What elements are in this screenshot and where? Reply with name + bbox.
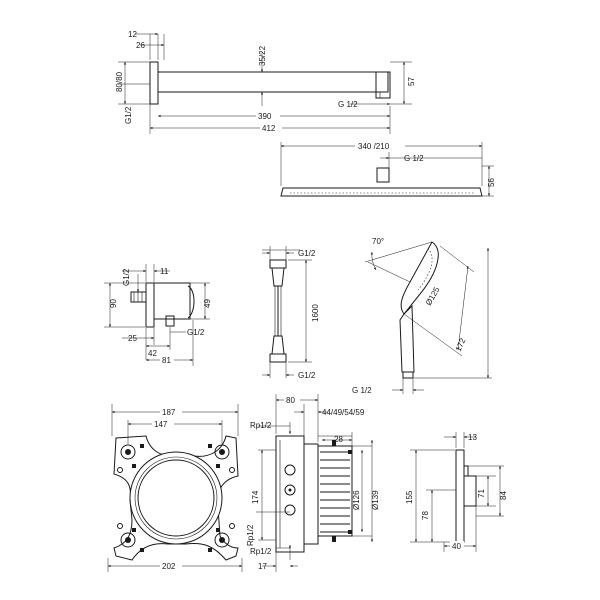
dim-arm-g12-right: G 1/2 <box>338 100 358 109</box>
dim-side-28: 28 <box>334 435 343 444</box>
dim-arm-26: 26 <box>136 41 145 50</box>
dim-outlet-42: 42 <box>148 349 157 358</box>
shower-arm-tube <box>157 71 389 93</box>
trim-plate <box>455 449 465 543</box>
hose-top-fitting <box>269 259 287 269</box>
overhead-shower-view: 340 /210 G 1/2 56 <box>280 140 496 197</box>
dim-side-80: 80 <box>286 396 295 405</box>
dim-hand-70deg: 70° <box>372 237 384 246</box>
dim-trim-71: 71 <box>477 489 486 498</box>
rough-body-front-view: 187 147 202 <box>107 404 243 572</box>
rough-body-side-module <box>303 443 319 545</box>
dim-side-rp12-mid: Rp1/2 <box>246 524 255 546</box>
dim-trim-78: 78 <box>421 511 430 520</box>
rough-body-mounting-holes <box>117 444 235 552</box>
wall-outlet-plate <box>145 282 155 328</box>
dim-outlet-25: 25 <box>128 334 137 343</box>
dim-head-g12: G 1/2 <box>404 154 424 163</box>
dim-hand-172: 172 <box>454 336 468 352</box>
wall-outlet-view: 11 G1/2 90 49 25 G1/2 42 81 <box>104 264 212 366</box>
dim-trim-13: 13 <box>468 433 477 442</box>
hand-shower-connector <box>402 371 414 379</box>
dim-outlet-49: 49 <box>203 299 212 308</box>
dim-side-d139: Ø139 <box>371 490 380 510</box>
dim-arm-g12-left: G1/2 <box>124 106 133 124</box>
dim-side-44-59: 44/49/54/59 <box>322 408 365 417</box>
dim-arm-57: 57 <box>407 77 416 86</box>
trim-plate-view: 13 155 71 84 78 40 <box>405 432 508 552</box>
shower-arm-wall-flange <box>149 61 159 105</box>
hand-shower-view: 70° Ø125 172 G 1/2 <box>352 237 492 395</box>
shower-hose-view: G1/2 1600 G1/2 <box>262 246 320 380</box>
dim-trim-84: 84 <box>499 491 508 500</box>
dim-trim-155: 155 <box>405 490 414 504</box>
wall-outlet-thread <box>130 291 147 303</box>
rough-body-cross-frame <box>113 435 239 561</box>
dim-hose-g12-bottom: G1/2 <box>298 371 316 380</box>
wall-outlet-body <box>153 282 191 320</box>
dim-trim-40: 40 <box>452 542 461 551</box>
rough-body-side-ports <box>284 464 296 516</box>
dim-arm-390: 390 <box>258 112 272 121</box>
dim-outlet-90: 90 <box>109 299 118 308</box>
dim-hose-1600: 1600 <box>311 304 320 322</box>
rough-body-side-view: 80 44/49/54/59 Rp1/2 28 174 Ø126 Ø139 Rp… <box>246 394 380 572</box>
dim-arm-12: 12 <box>128 30 137 39</box>
dim-arm-35-22: 35/22 <box>258 45 267 66</box>
dim-outlet-g12-bottom: G1/2 <box>187 328 205 337</box>
rough-body-ring-outer <box>129 451 223 545</box>
hose-bottom-fitting <box>269 353 287 363</box>
dim-front-187: 187 <box>162 408 176 417</box>
dim-hand-g12: G 1/2 <box>352 386 372 395</box>
dim-hose-g12-top: G1/2 <box>298 249 316 258</box>
hand-shower-head <box>400 241 439 315</box>
rough-body-side-fins <box>320 440 352 542</box>
dim-outlet-81: 81 <box>162 356 171 365</box>
dim-side-174: 174 <box>251 490 260 504</box>
overhead-shower-head <box>280 187 483 197</box>
dim-outlet-g12-top: G1/2 <box>122 268 131 286</box>
dim-front-147: 147 <box>154 420 168 429</box>
rough-body-ring-inner <box>137 459 215 537</box>
shower-arm-view: 12 26 35/22 57 80/80 G1/2 G 1/2 390 412 <box>115 30 416 134</box>
dim-side-rp12-bottom: Rp1/2 <box>250 547 272 556</box>
dim-hand-d125: Ø125 <box>424 285 442 307</box>
dim-front-202: 202 <box>162 562 176 571</box>
wall-outlet-connector <box>165 315 175 327</box>
trim-plate-handle <box>463 475 477 507</box>
dim-arm-80-80: 80/80 <box>115 71 124 92</box>
dim-side-d126: Ø126 <box>352 490 361 510</box>
dim-head-56: 56 <box>487 178 496 187</box>
dim-side-rp12-top: Rp1/2 <box>250 421 272 430</box>
dim-side-17: 17 <box>258 562 267 571</box>
shower-arm-end-piece <box>375 71 391 99</box>
dim-arm-412: 412 <box>262 124 276 133</box>
overhead-shower-connector <box>376 167 390 183</box>
dim-outlet-11: 11 <box>160 267 169 276</box>
dim-head-340-210: 340 /210 <box>358 142 390 151</box>
